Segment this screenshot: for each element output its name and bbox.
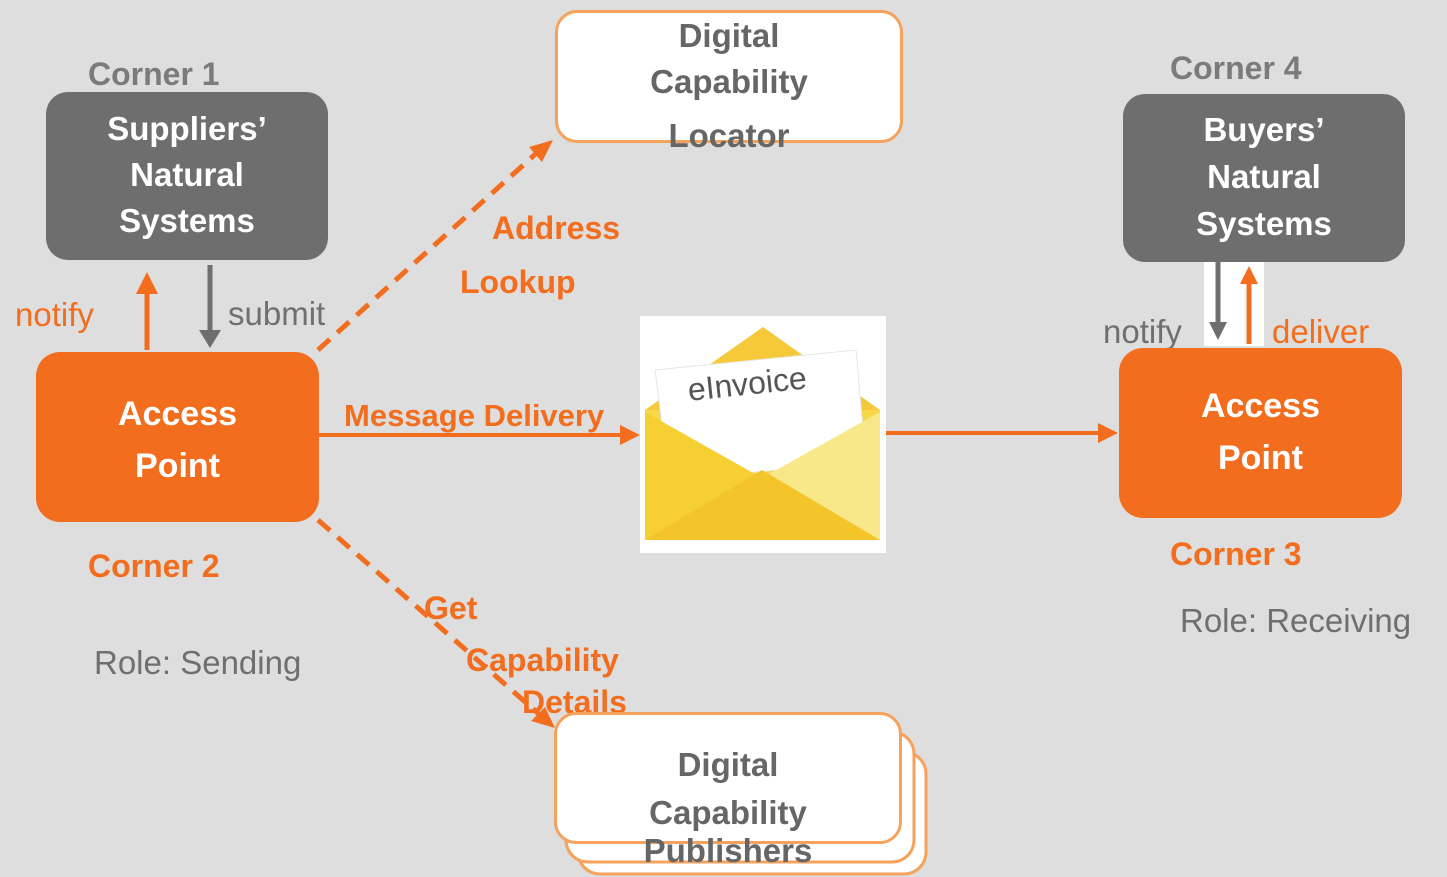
submit-label: submit — [228, 295, 326, 332]
notify-right-arrowhead — [1209, 322, 1227, 340]
access-point-sending-line-2: Point — [135, 447, 220, 485]
deliver-arrowhead — [1240, 266, 1258, 284]
publishers-line-3: Publishers — [643, 832, 813, 869]
suppliers-box-line-1: Suppliers’ — [107, 110, 267, 147]
corner2-label: Corner 2 — [88, 548, 220, 584]
delivery-to-corner3-arrowhead — [1098, 423, 1118, 443]
suppliers-box-line-2: Natural — [130, 156, 244, 193]
address-lookup-arrowhead — [529, 140, 553, 162]
locator-line-3: Locator — [668, 117, 790, 154]
locator-line-2: Capability — [650, 63, 808, 100]
access-point-receiving-box: Access Point — [1119, 348, 1402, 518]
buyers-box-line-1: Buyers’ — [1203, 111, 1325, 148]
get-capability-arrow — [316, 518, 542, 717]
role-receiving-label: Role: Receiving — [1180, 602, 1412, 639]
publishers-line-1: Digital — [677, 746, 779, 783]
address-lookup-arrow — [316, 148, 542, 352]
locator-line-1: Digital — [678, 17, 780, 54]
message-delivery-arrowhead — [620, 425, 640, 445]
corner1-label: Corner 1 — [88, 56, 220, 92]
buyers-box-line-3: Systems — [1196, 205, 1332, 242]
get-capability-label-line-1: Get — [424, 590, 478, 626]
address-lookup-label-line-2: Lookup — [460, 264, 576, 300]
digital-capability-locator-box: Digital Capability Locator — [555, 10, 903, 154]
address-lookup-label-line-1: Address — [492, 210, 621, 246]
suppliers-box-line-3: Systems — [119, 202, 255, 239]
deliver-label: deliver — [1272, 313, 1370, 350]
get-capability-label-line-2: Capability — [466, 642, 619, 678]
get-capability-arrowhead — [531, 707, 555, 728]
suppliers-natural-systems-box: Suppliers’ Natural Systems — [46, 92, 328, 260]
access-point-receiving-line-1: Access — [1200, 387, 1321, 425]
role-sending-label: Role: Sending — [94, 644, 302, 681]
notify-label-left: notify — [15, 296, 94, 333]
notify-deliver-backdrop — [1204, 262, 1264, 346]
digital-capability-publishers-box: Digital Capability — [554, 712, 902, 844]
notify-label-right: notify — [1103, 313, 1182, 350]
publishers-line-2: Capability — [649, 794, 807, 831]
access-point-sending-box: Access Point — [36, 352, 319, 522]
buyers-natural-systems-box: Buyers’ Natural Systems — [1123, 94, 1405, 262]
access-point-receiving-line-2: Point — [1218, 439, 1303, 477]
einvoice-envelope-icon — [640, 316, 886, 553]
access-point-sending-line-1: Access — [117, 395, 238, 433]
corner4-label: Corner 4 — [1170, 50, 1302, 86]
corner3-label: Corner 3 — [1170, 536, 1302, 572]
message-delivery-label: Message Delivery — [344, 398, 605, 433]
buyers-box-line-2: Natural — [1207, 158, 1321, 195]
submit-arrowhead — [199, 330, 221, 348]
